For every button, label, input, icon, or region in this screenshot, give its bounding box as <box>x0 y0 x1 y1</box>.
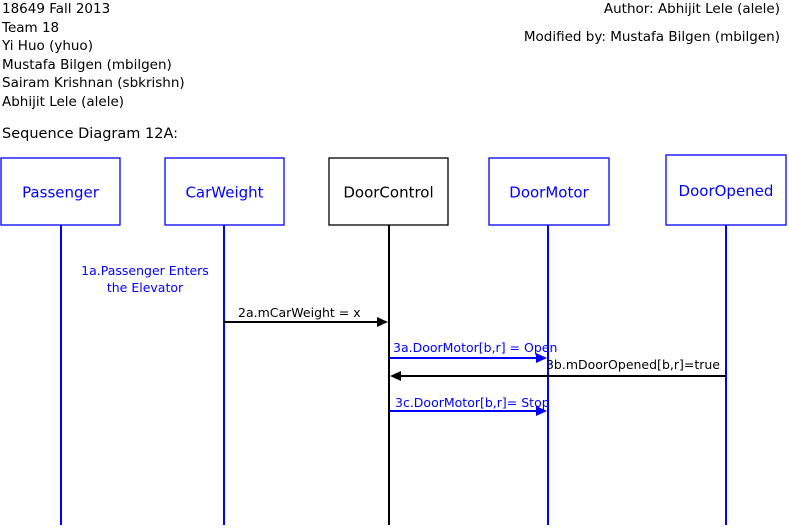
message-label: 3b.mDoorOpened[b,r]=true <box>546 357 720 372</box>
arrowhead <box>536 406 547 416</box>
author-label: Author: Abhijit Lele (alele) <box>603 1 780 17</box>
passenger-box <box>0 157 121 226</box>
header-info: 18649 Fall 2013 Team 18 Yi Huo (yhuo) Mu… <box>2 0 185 111</box>
message-arrow <box>390 371 726 381</box>
message-label: 2a.mCarWeight = x <box>238 305 361 320</box>
message-arrow <box>389 406 547 416</box>
arrowhead <box>390 371 401 381</box>
member-line: Abhijit Lele (alele) <box>2 93 125 110</box>
carweight-label: CarWeight <box>185 184 263 202</box>
dooropened-box <box>665 154 787 226</box>
message-label: 3a.DoorMotor[b,r] = Open <box>393 340 557 355</box>
diagram-title: Sequence Diagram 12A: <box>2 126 178 142</box>
arrowhead <box>536 353 547 363</box>
arrowhead <box>377 317 388 327</box>
doormotor-box <box>488 157 610 226</box>
dooropened-label: DoorOpened <box>679 182 774 200</box>
member-line: Mustafa Bilgen (mbilgen) <box>2 56 172 73</box>
doorcontrol-label: DoorControl <box>343 184 433 202</box>
message-arrow <box>389 353 547 363</box>
note-text: the Elevator <box>107 280 184 295</box>
doormotor-label: DoorMotor <box>509 184 589 202</box>
doorcontrol-box <box>328 157 449 226</box>
member-line: Sairam Krishnan (sbkrishn) <box>2 75 185 91</box>
passenger-label: Passenger <box>22 184 100 202</box>
message-arrow <box>224 317 388 327</box>
carweight-box <box>164 157 285 226</box>
course-line: 18649 Fall 2013 <box>2 1 111 17</box>
member-line: Yi Huo (yhuo) <box>2 38 93 54</box>
note-text: 1a.Passenger Enters <box>81 263 209 278</box>
modified-label: Modified by: Mustafa Bilgen (mbilgen) <box>523 29 780 45</box>
message-label: 3c.DoorMotor[b,r]= Stop <box>395 395 550 410</box>
team-line: Team 18 <box>2 19 60 36</box>
